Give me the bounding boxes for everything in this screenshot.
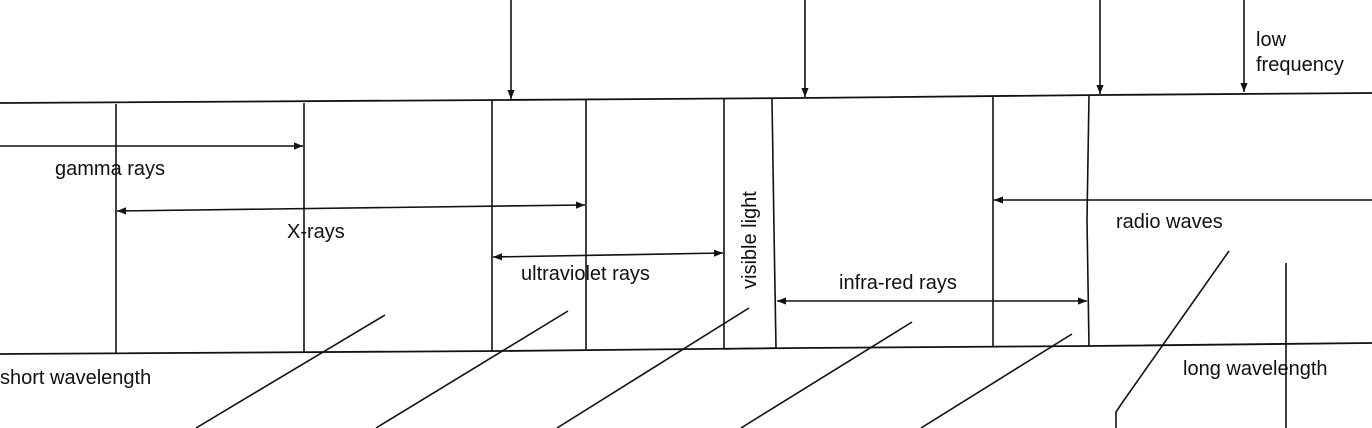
divider-visible-right <box>771 98 777 349</box>
ultraviolet-rays-label: ultraviolet rays <box>521 263 650 285</box>
uv-range-arrow <box>492 249 724 261</box>
diagonal-line-6 <box>1115 250 1230 428</box>
x-rays-label: X-rays <box>287 221 345 243</box>
diagonal-line-1 <box>195 314 386 428</box>
diagonal-line-4 <box>740 321 913 428</box>
low-frequency-label-line2: frequency <box>1256 54 1344 76</box>
diagonal-line-3 <box>556 307 750 428</box>
xray-range-arrow <box>116 201 586 215</box>
infra-red-rays-label: infra-red rays <box>839 272 957 294</box>
short-wavelength-label: short wavelength <box>0 367 151 389</box>
visible-light-label: visible light <box>739 191 761 289</box>
low-frequency-label-line1: low <box>1256 29 1287 51</box>
long-wavelength-label: long wavelength <box>1183 358 1328 380</box>
radio-waves-label: radio waves <box>1116 211 1223 233</box>
diagonal-line-5 <box>920 333 1073 428</box>
diagonal-line-2 <box>375 310 569 428</box>
visible-bottom-cap <box>723 347 777 350</box>
gamma-rays-label: gamma rays <box>55 158 165 180</box>
band-bottom-edge <box>0 342 1372 355</box>
band-top-edge <box>0 92 1372 104</box>
divider-infrared-end <box>1086 94 1090 347</box>
